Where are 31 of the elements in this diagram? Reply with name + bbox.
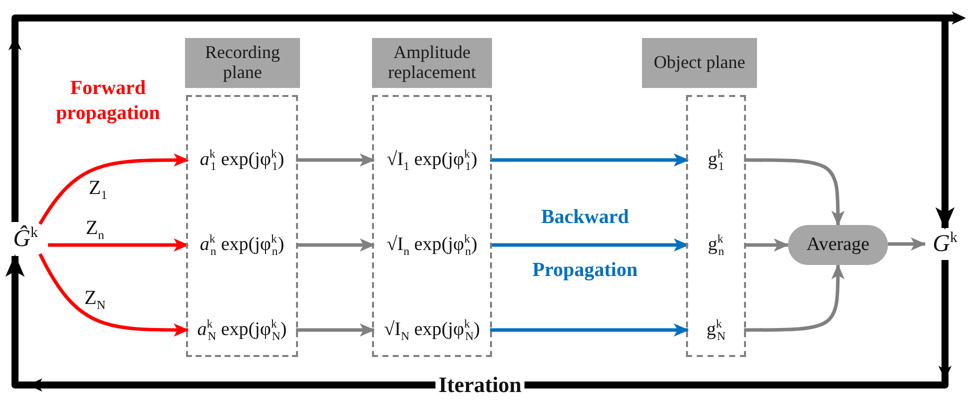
label-box: Amplitude replacement [372, 38, 492, 88]
dashed-frame [186, 95, 298, 357]
formula: √I$_{N}$ exp(jφ$^{k}$$_{N}$) [374, 310, 490, 350]
arrow [48, 238, 190, 252]
arrow [296, 238, 376, 252]
dashed-frame [372, 95, 492, 357]
formula: a$^{k}$$_{1}$ exp(jφ$^{k}$$_{1}$) [188, 140, 296, 180]
arrow [490, 238, 690, 252]
arrow [888, 237, 926, 251]
arrow [38, 153, 190, 225]
arrow [744, 158, 845, 226]
dashed-frame [686, 95, 746, 357]
label-box: Object plane [642, 38, 757, 88]
arrow [296, 323, 376, 337]
average-pill: Average [788, 225, 888, 265]
caption-text: Propagation [531, 258, 639, 283]
formula: a$^{k}$$_{N}$ exp(jφ$^{k}$$_{N}$) [188, 310, 296, 350]
arrow [490, 153, 690, 167]
symbol-label: G$^{k}$ [925, 228, 965, 260]
arrow [744, 264, 845, 332]
formula: a$^{k}$$_{n}$ exp(jφ$^{k}$$_{n}$) [188, 225, 296, 265]
symbol-label: Ĝ$^{k}$ [3, 222, 48, 256]
caption-text: Forward propagation [54, 76, 162, 126]
arrow [744, 238, 790, 252]
arrow [38, 253, 190, 337]
arrow [296, 153, 376, 167]
label-box: Recording plane [185, 38, 300, 88]
formula: √I$_{1}$ exp(jφ$^{k}$$_{1}$) [374, 140, 490, 180]
arrow [490, 323, 690, 337]
formula: √I$_{n}$ exp(jφ$^{k}$$_{n}$) [374, 225, 490, 265]
caption-text: Backward [540, 205, 630, 230]
